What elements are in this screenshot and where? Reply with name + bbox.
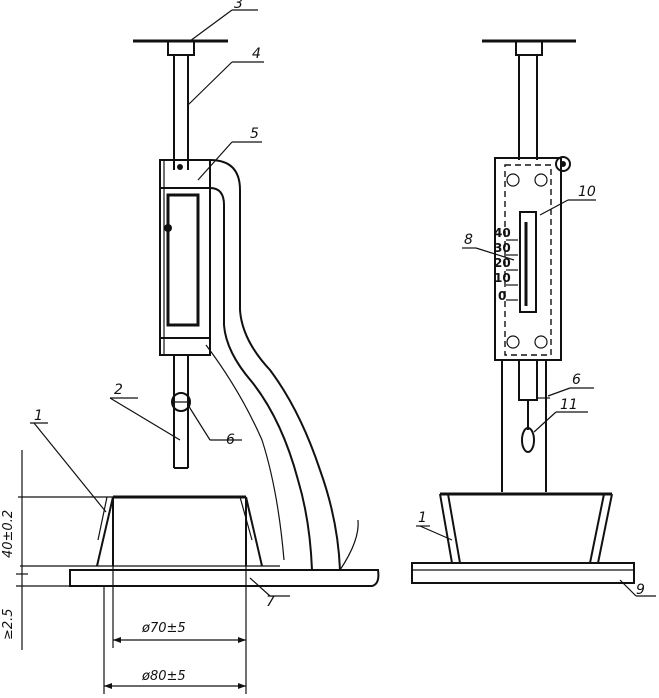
dimension-inner-diameter: ø70±5	[141, 621, 186, 636]
base-plate	[20, 519, 380, 587]
base-plate-right	[411, 562, 635, 584]
right-callouts: 10 8 6 11 1 9	[416, 184, 656, 598]
guide-block	[159, 159, 211, 356]
callout-8: 8	[464, 232, 473, 248]
callout-10: 11	[560, 397, 578, 413]
set-screw	[171, 392, 191, 412]
callout-6-left: 6	[226, 432, 235, 448]
mould-cone-right	[439, 492, 613, 564]
support-column-right	[501, 360, 547, 492]
pointer-assembly	[518, 359, 550, 453]
plunger-rod	[173, 55, 189, 469]
left-dimensions: 40±0.2 ≥2.5 ø70±5 ø80±5	[1, 450, 247, 694]
callout-4: 4	[252, 46, 261, 62]
dimension-base: ≥2.5	[1, 608, 16, 640]
rod-right	[518, 55, 538, 160]
callout-5: 5	[250, 126, 259, 142]
mould-cone	[96, 495, 263, 567]
callout-11: 9	[636, 582, 645, 598]
scale-marks: 40 30 20 10 0	[494, 226, 511, 303]
callout-3: 3	[234, 0, 243, 12]
callout-2: 2	[114, 382, 123, 398]
left-callouts: 3 4 5 2 6 1 7	[30, 0, 290, 610]
right-view: 40 30 20 10 0 10	[411, 39, 656, 598]
top-disc-right	[482, 39, 576, 56]
callout-1-left: 1	[34, 408, 43, 424]
dimension-outer-diameter: ø80±5	[141, 669, 186, 684]
scale-mark-40: 40	[494, 226, 511, 240]
callout-6-right: 6	[572, 372, 581, 388]
bracket-arm	[205, 159, 341, 571]
top-disc	[133, 39, 228, 56]
callout-7: 7	[266, 594, 275, 610]
scale-mark-30: 30	[494, 241, 511, 255]
left-view: 3 4 5 2 6 1 7 40±0.2	[1, 0, 380, 694]
callout-9: 10	[578, 184, 596, 200]
scale-mark-0: 0	[498, 289, 506, 303]
callout-1-right: 1	[418, 510, 427, 526]
scale-mark-20: 20	[494, 256, 511, 270]
scale-mark-10: 10	[494, 271, 511, 285]
dimension-height: 40±0.2	[1, 510, 16, 558]
